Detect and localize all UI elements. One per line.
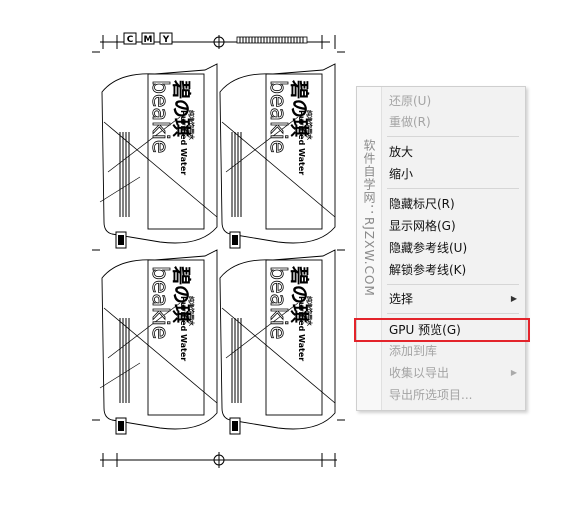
color-swatch-y: Y (159, 32, 173, 45)
menu-item-hide-rulers[interactable]: 隐藏标尺(R) (389, 197, 455, 211)
watermark-text: 软件自学网：RJZXW.COM (362, 139, 376, 297)
brand-en-text: beakie (147, 266, 172, 339)
brand-en-text: beakie (147, 80, 172, 153)
bottom-crop-marks (100, 452, 337, 468)
svg-text:Y: Y (162, 35, 170, 45)
small-cn-text: 纯净饮用水 (187, 110, 195, 141)
label-panel-3[interactable]: 碧の琪 beakie 纯净饮用水 Purified Water (99, 249, 218, 435)
product-en-text: Purified Water (297, 110, 306, 175)
menu-separator (387, 313, 519, 314)
menu-separator (387, 136, 519, 137)
label-panel-1[interactable]: 碧の琪 beakie 纯净饮用水 Purified Water (99, 63, 218, 249)
submenu-arrow-icon: ▶ (510, 368, 517, 377)
menu-item-gpu-preview[interactable]: GPU 预览(G) (389, 323, 461, 337)
small-cn-text: 纯净饮用水 (305, 296, 313, 327)
side-crop-marks (92, 51, 345, 421)
color-swatch-c: C (123, 32, 137, 45)
svg-text:M: M (144, 35, 153, 45)
menu-item-hide-guides[interactable]: 隐藏参考线(U) (389, 241, 468, 255)
menu-separator (387, 188, 519, 189)
menu-item-undo[interactable]: 还原(U) (389, 94, 432, 108)
menu-item-add-to-library[interactable]: 添加到库 (389, 344, 438, 358)
product-en-text: Purified Water (179, 296, 188, 361)
menu-item-show-grid[interactable]: 显示网格(G) (389, 219, 456, 233)
menu-item-redo[interactable]: 重做(R) (389, 115, 431, 129)
brand-en-text: beakie (265, 80, 290, 153)
brand-cn-text: 碧の琪 (288, 79, 311, 137)
submenu-arrow-icon: ▶ (510, 294, 517, 303)
menu-separator (387, 284, 519, 285)
product-en-text: Purified Water (179, 110, 188, 175)
menu-item-zoom-in[interactable]: 放大 (389, 145, 414, 159)
menu-item-export-selection[interactable]: 导出所选项目... (389, 388, 473, 402)
small-cn-text: 纯净饮用水 (305, 110, 313, 141)
brand-en-text: beakie (265, 266, 290, 339)
brand-cn-text: 碧の琪 (170, 265, 193, 323)
small-cn-text: 纯净饮用水 (187, 296, 195, 327)
label-panel-2[interactable]: 碧の琪 beakie 纯净饮用水 Purified Water (219, 63, 336, 249)
color-swatch-m: M (141, 32, 155, 45)
context-menu: 软件自学网：RJZXW.COM 还原(U) 重做(R) 放大 缩小 隐藏标尺(R… (356, 86, 526, 411)
menu-item-collect-for-export[interactable]: 收集以导出 ▶ (383, 363, 523, 383)
menu-watermark-strip: 软件自学网：RJZXW.COM (357, 87, 382, 410)
menu-item-unlock-guides[interactable]: 解锁参考线(K) (389, 263, 467, 277)
label-panel-4[interactable]: 碧の琪 beakie 纯净饮用水 Purified Water (219, 249, 336, 435)
svg-text:C: C (127, 35, 134, 45)
brand-cn-text: 碧の琪 (170, 79, 193, 137)
menu-item-zoom-out[interactable]: 缩小 (389, 167, 414, 181)
product-en-text: Purified Water (297, 296, 306, 361)
gradient-strip (236, 36, 308, 44)
brand-cn-text: 碧の琪 (288, 265, 311, 323)
menu-item-select[interactable]: 选择 ▶ (383, 289, 523, 309)
